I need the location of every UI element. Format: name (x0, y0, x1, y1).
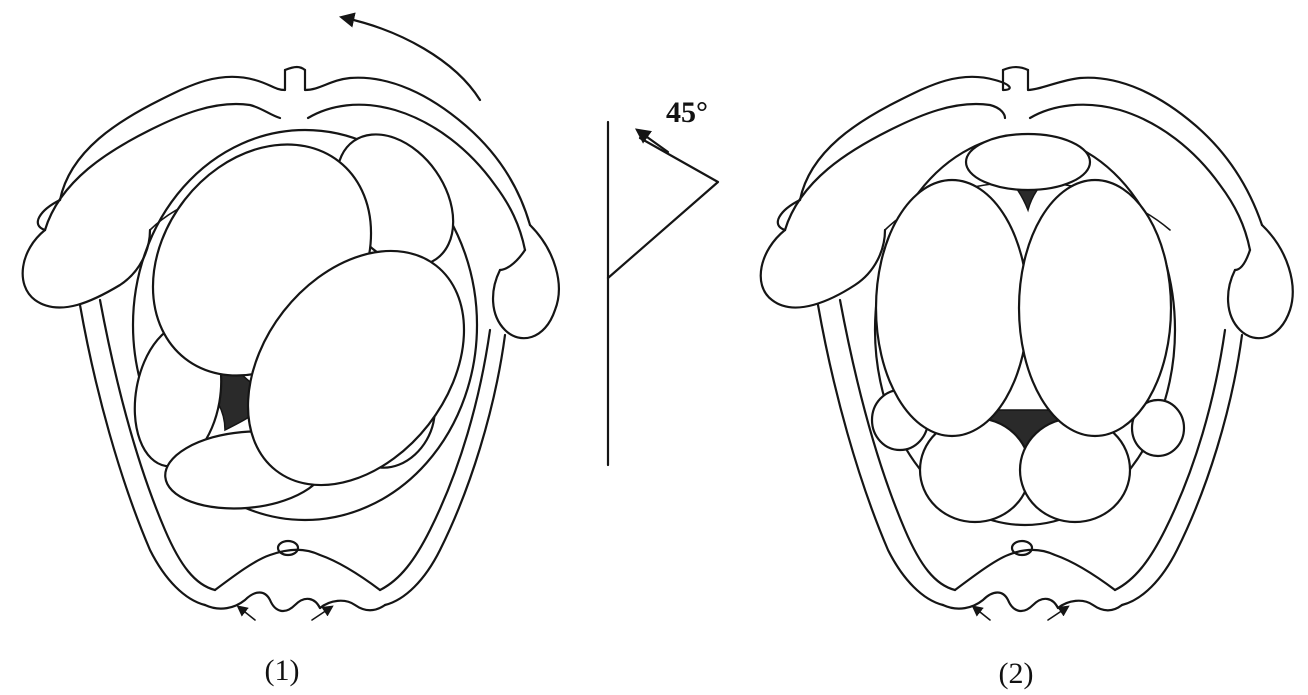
angle-indicator: 45° (608, 96, 718, 465)
angle-label: 45° (666, 96, 708, 129)
fetal-heads-1 (108, 101, 509, 527)
head-top-2 (966, 134, 1090, 190)
rotation-arrow (345, 18, 480, 100)
caption-2: (2) (999, 657, 1034, 690)
angle-arrow (640, 132, 668, 152)
panel-1: (1) (23, 18, 559, 687)
fetal-heads-2 (872, 134, 1184, 522)
head-large-left-2 (876, 180, 1028, 436)
caption-1: (1) (265, 654, 300, 687)
head-large-right-2 (1019, 180, 1171, 436)
panel-2: (2) (761, 67, 1293, 690)
head-bottom-right-2 (1020, 418, 1130, 522)
